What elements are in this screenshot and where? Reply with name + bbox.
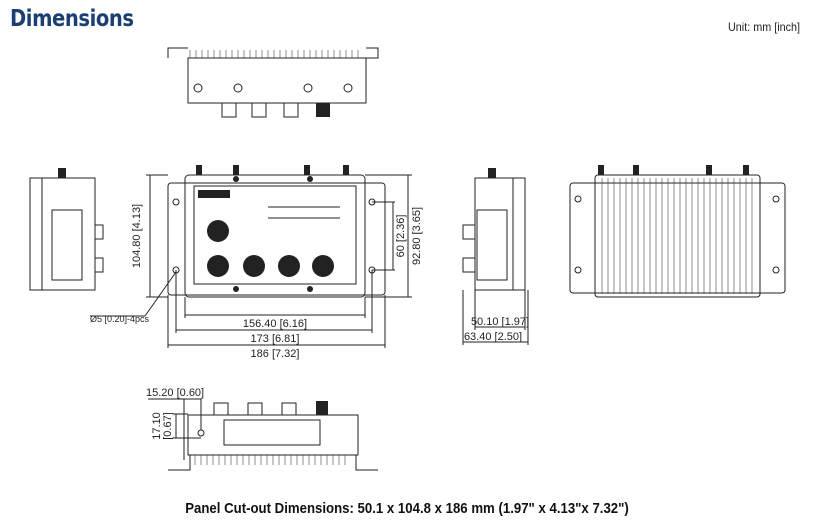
dim-offset-y-mm: 17.10	[151, 412, 163, 440]
unit-label: Unit: mm [inch]	[727, 20, 800, 34]
front-view: 104.80 [4.13] 60 [2.36] 92.80 [3.65] Ø5 …	[90, 165, 423, 360]
dim-width-holes: 173 [6.81]	[251, 333, 300, 345]
dim-height-body: 92.80 [3.65]	[411, 207, 423, 265]
dim-height-total: 104.80 [4.13]	[131, 204, 143, 268]
dim-width-total: 186 [7.32]	[251, 348, 300, 360]
bottom-view: 15.20 [0.60] 17.10 [0.67]	[146, 387, 378, 471]
left-side-view	[29, 168, 104, 291]
dim-hole-note: Ø5 [0.20]-4pcs	[90, 314, 150, 324]
dim-hole-spacing: 60 [2.36]	[395, 215, 407, 258]
top-view	[167, 47, 379, 118]
dim-offset-x: 15.20 [0.60]	[146, 387, 204, 399]
right-side-view: 50.10 [1.97] 63.40 [2.50]	[462, 168, 529, 345]
panel-cutout-caption: Panel Cut-out Dimensions: 50.1 x 104.8 x…	[185, 500, 629, 517]
back-view	[569, 165, 786, 298]
dim-width-body: 156.40 [6.16]	[243, 318, 307, 330]
page-title: Dimensions	[10, 6, 134, 32]
dim-depth-total: 63.40 [2.50]	[464, 331, 522, 343]
dim-offset-y-in: [0.67]	[162, 412, 174, 440]
dim-depth-body: 50.10 [1.97]	[471, 316, 529, 328]
